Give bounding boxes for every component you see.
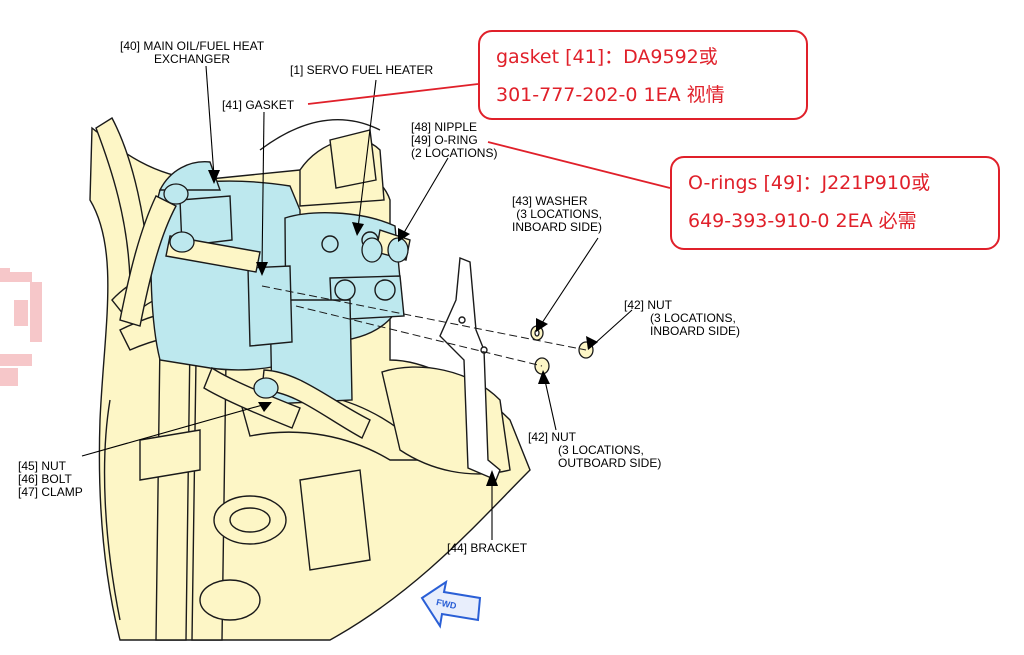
leader-lines [81,65,671,540]
label-43-line2: (3 LOCATIONS, [516,207,603,221]
label-48-49: [48] NIPPLE [49] O-RING (2 LOCATIONS) [411,121,497,160]
label-44-bracket: [44] BRACKET [447,541,528,555]
label-43-line1: [43] WASHER [512,194,588,208]
oring-callout-line1: O-rings [49]：J221P910或 [688,172,931,194]
fittings [163,183,409,399]
label-48-nipple: [48] NIPPLE [411,120,478,134]
label-1-servo-heater: [1] SERVO FUEL HEATER [290,63,434,77]
gasket-callout-line1: gasket [41]：DA9592或 [496,46,718,68]
label-49-locations: (2 LOCATIONS) [411,146,498,160]
label-46-bolt: [46] BOLT [18,472,72,486]
label-42b-line1: [42] NUT [528,430,577,444]
label-42-outboard-nut: [42] NUT (3 LOCATIONS, OUTBOARD SIDE) [528,431,661,470]
label-45-46-47: [45] NUT [46] BOLT [47] CLAMP [18,460,83,499]
gasket-callout: gasket [41]：DA9592或 301-777-202-0 1EA 视情 [478,30,808,120]
bracket-part [439,257,501,481]
label-49-oring: [49] O-RING [411,133,478,147]
label-43-line3: INBOARD SIDE) [512,220,603,234]
label-41-gasket: [41] GASKET [222,98,295,112]
label-42-inboard-nut: [42] NUT (3 LOCATIONS, INBOARD SIDE) [624,299,740,338]
oring-callout: O-rings [49]：J221P910或 649-393-910-0 2EA… [670,156,1000,250]
label-40-heat-exchanger: [40] MAIN OIL/FUEL HEAT EXCHANGER [120,40,264,66]
label-42a-line2: (3 LOCATIONS, [650,311,736,325]
hoses [119,195,411,439]
label-40-line2: EXCHANGER [154,52,231,66]
label-42a-line1: [42] NUT [624,298,673,312]
arrow-heads [208,170,598,486]
gasket-callout-line2: 301-777-202-0 1EA 视情 [496,84,725,106]
alignment-lines [261,285,587,367]
watermark-fragment [0,268,42,386]
label-45-nut: [45] NUT [18,459,67,473]
fwd-arrow-icon [420,579,482,629]
label-47-clamp: [47] CLAMP [18,485,83,499]
label-42b-line3: OUTBOARD SIDE) [558,456,662,470]
label-42b-line2: (3 LOCATIONS, [558,443,644,457]
label-43-washer: [43] WASHER (3 LOCATIONS, INBOARD SIDE) [512,195,602,234]
oring-callout-line2: 649-393-910-0 2EA 必需 [688,210,917,232]
label-42a-line3: INBOARD SIDE) [650,324,741,338]
label-40-line1: [40] MAIN OIL/FUEL HEAT [120,39,265,53]
